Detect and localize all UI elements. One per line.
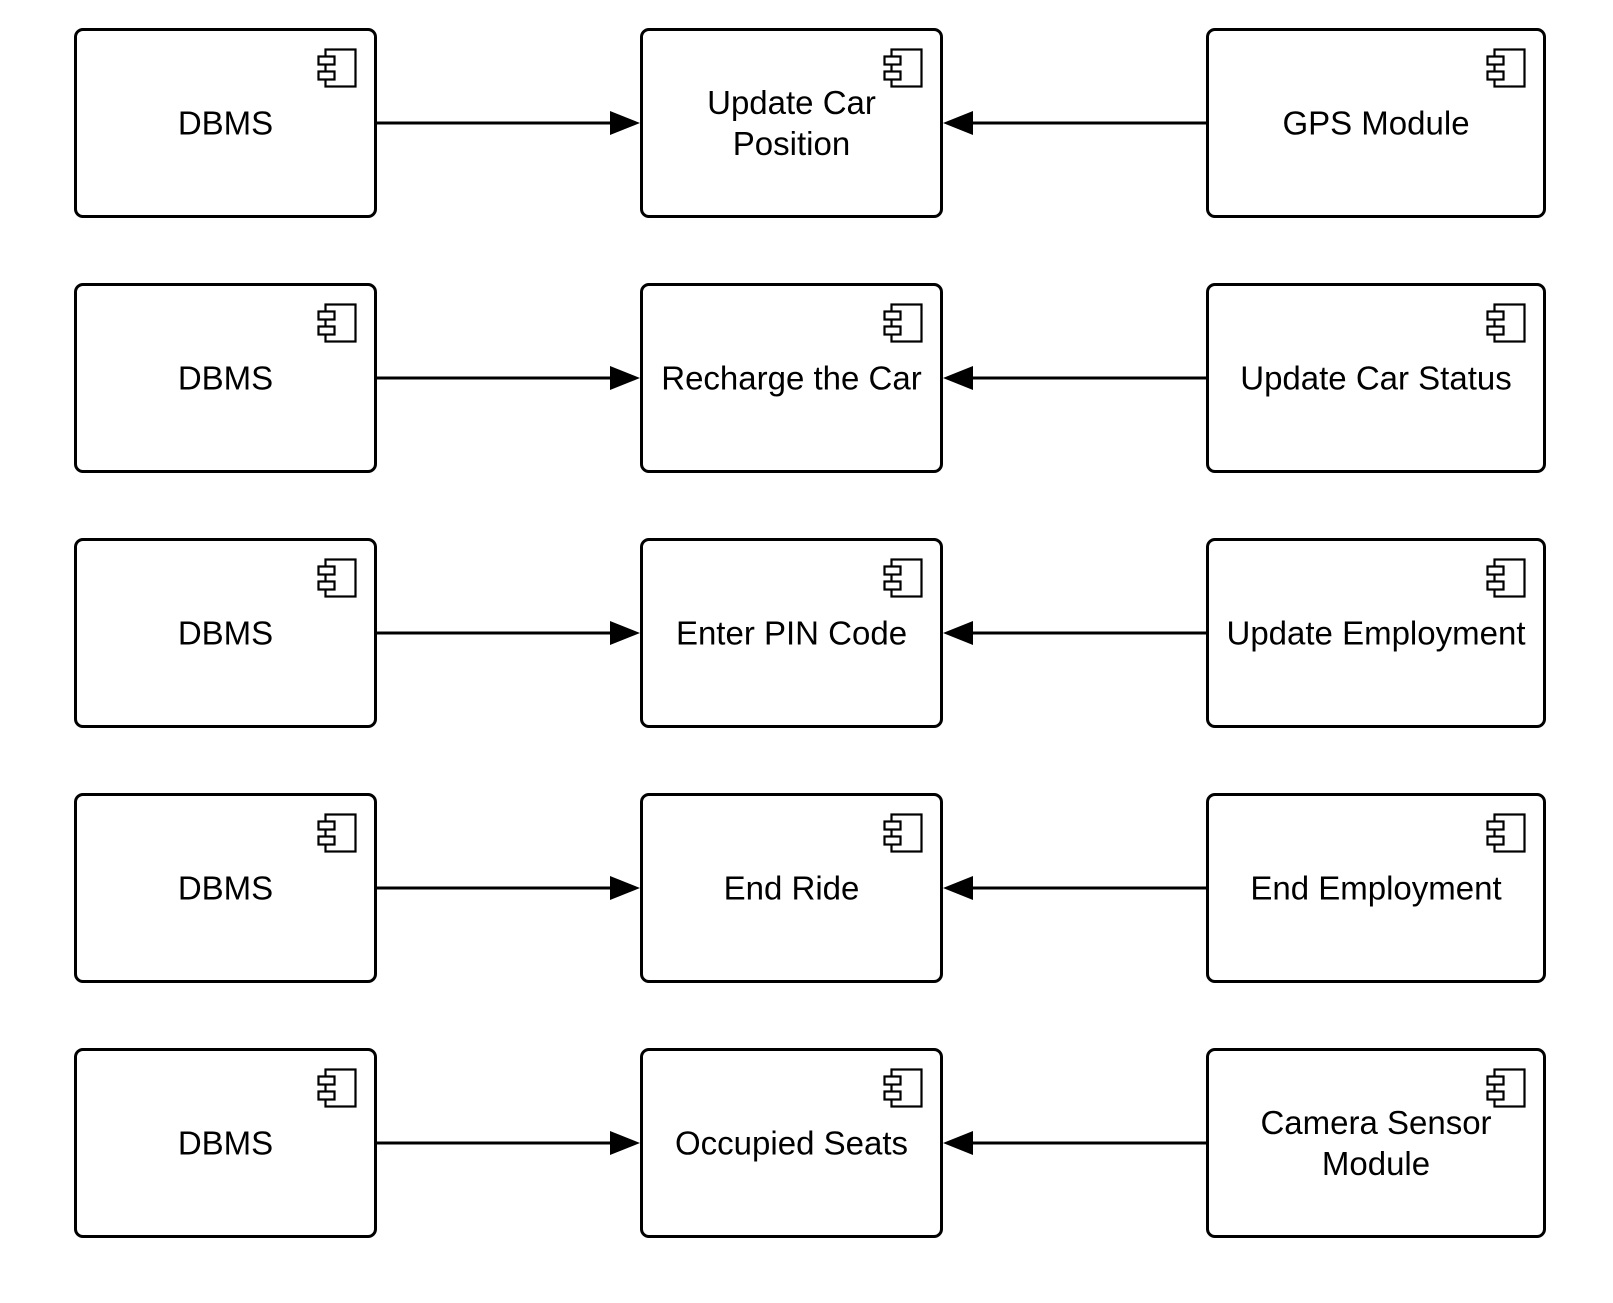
component-label: DBMS <box>177 614 274 652</box>
component-icon <box>317 558 357 598</box>
component-box-right[interactable]: Camera Sensor Module <box>1206 1048 1546 1238</box>
component-box-left[interactable]: DBMS <box>74 1048 377 1238</box>
component-box-center[interactable]: Enter PIN Code <box>640 538 943 728</box>
component-label: Update Car Position <box>707 84 876 162</box>
component-box-right[interactable]: Update Employment <box>1206 538 1546 728</box>
arrowhead-right <box>610 876 640 900</box>
component-label: DBMS <box>177 1124 274 1162</box>
component-box-right[interactable]: GPS Module <box>1206 28 1546 218</box>
component-box-center[interactable]: Recharge the Car <box>640 283 943 473</box>
component-label: End Employment <box>1250 869 1502 907</box>
component-box-left[interactable]: DBMS <box>74 28 377 218</box>
component-label: Recharge the Car <box>661 359 922 397</box>
component-icon <box>1486 558 1526 598</box>
arrowhead-left <box>943 111 973 135</box>
component-box-center[interactable]: Occupied Seats <box>640 1048 943 1238</box>
component-label: DBMS <box>177 104 274 142</box>
component-icon <box>883 303 923 343</box>
component-icon <box>317 303 357 343</box>
component-box-left[interactable]: DBMS <box>74 793 377 983</box>
component-icon <box>317 1068 357 1108</box>
arrowhead-right <box>610 111 640 135</box>
component-icon <box>883 1068 923 1108</box>
component-label: Camera Sensor Module <box>1260 1104 1492 1182</box>
component-icon <box>1486 303 1526 343</box>
component-icon <box>883 48 923 88</box>
component-label: DBMS <box>177 359 274 397</box>
component-label: Enter PIN Code <box>675 614 908 652</box>
component-box-left[interactable]: DBMS <box>74 283 377 473</box>
component-icon <box>883 558 923 598</box>
arrowhead-left <box>943 1131 973 1155</box>
component-label: Occupied Seats <box>675 1124 908 1162</box>
component-label: DBMS <box>177 869 274 907</box>
component-box-left[interactable]: DBMS <box>74 538 377 728</box>
arrowhead-left <box>943 366 973 390</box>
component-box-center[interactable]: End Ride <box>640 793 943 983</box>
component-icon <box>1486 48 1526 88</box>
component-label: Update Car Status <box>1240 359 1512 397</box>
arrowhead-right <box>610 1131 640 1155</box>
component-box-right[interactable]: Update Car Status <box>1206 283 1546 473</box>
component-label: End Ride <box>723 869 860 907</box>
arrowhead-right <box>610 621 640 645</box>
arrowhead-left <box>943 876 973 900</box>
component-icon <box>1486 813 1526 853</box>
arrowhead-left <box>943 621 973 645</box>
component-label: Update Employment <box>1226 614 1526 652</box>
component-icon <box>317 813 357 853</box>
component-box-center[interactable]: Update Car Position <box>640 28 943 218</box>
arrowhead-right <box>610 366 640 390</box>
component-icon <box>317 48 357 88</box>
component-icon <box>883 813 923 853</box>
component-label: GPS Module <box>1282 104 1470 142</box>
component-box-right[interactable]: End Employment <box>1206 793 1546 983</box>
component-icon <box>1486 1068 1526 1108</box>
